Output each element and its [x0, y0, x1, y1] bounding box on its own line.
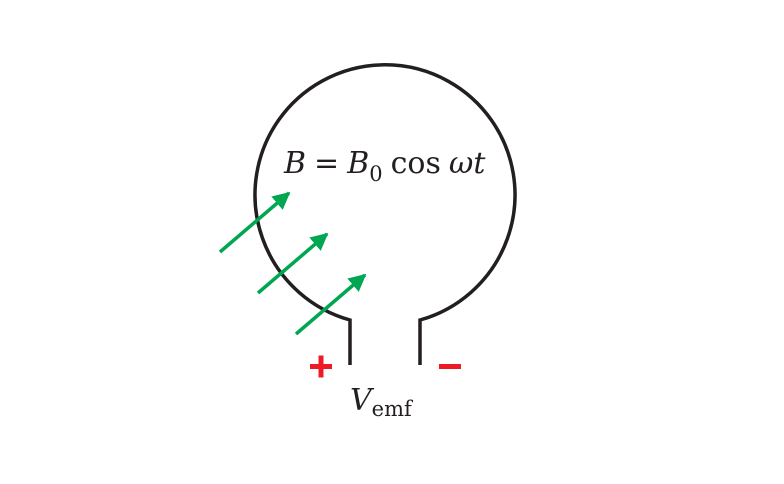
wire-loop — [253, 63, 517, 365]
field-arrow-icon — [256, 232, 329, 295]
minus-sign-icon — [439, 364, 461, 369]
emf-label: Vemf — [350, 383, 414, 421]
field-arrow-icon — [294, 273, 367, 336]
magnetic-field-arrows — [218, 191, 367, 336]
field-arrow-icon — [218, 191, 291, 254]
plus-sign-icon — [310, 355, 332, 378]
